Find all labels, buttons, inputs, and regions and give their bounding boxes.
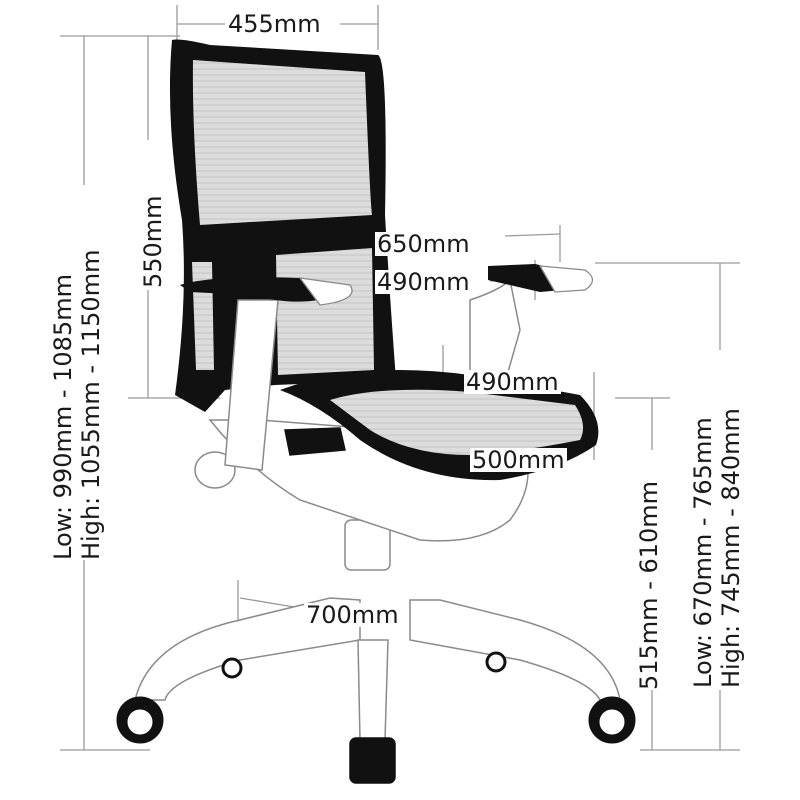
armrest-height-high: High: 745mm - 840mm	[716, 408, 745, 688]
armrest-height-label: Low: 670mm - 765mm High: 745mm - 840mm	[689, 408, 745, 688]
seat-width-label: 500mm	[470, 446, 567, 474]
armrest-outer-width-label: 650mm	[375, 230, 472, 258]
seat-depth-label: 490mm	[464, 368, 561, 396]
armrest-height-low: Low: 670mm - 765mm	[689, 417, 717, 688]
overall-height-high: High: 1055mm - 1150mm	[76, 249, 105, 560]
base-diameter-label: 700mm	[304, 601, 401, 629]
seat-height-label: 515mm - 610mm	[635, 480, 663, 690]
overall-height-label: Low: 990mm - 1085mm High: 1055mm - 1150m…	[49, 249, 105, 560]
backrest	[169, 39, 396, 413]
armrests	[180, 264, 594, 306]
backrest-height-label: 550mm	[139, 195, 167, 288]
overall-height-low: Low: 990mm - 1085mm	[49, 274, 77, 560]
backrest-width-label: 455mm	[226, 10, 323, 38]
armrest-inner-width-label: 490mm	[375, 268, 472, 296]
chair-base	[134, 519, 621, 784]
caster-wheels	[116, 651, 636, 744]
